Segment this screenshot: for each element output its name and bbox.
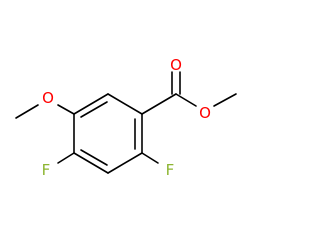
ring-double-bond-c3-c4-inner: [80, 149, 108, 166]
ring-bond-c2-c3: [107, 152, 143, 174]
fluorine-2-label: F: [166, 161, 175, 179]
ester-oxygen-label: O: [199, 104, 211, 122]
bond-ring-to-fluorine-2: [141, 152, 159, 164]
ring-bond-c3-c4: [73, 152, 109, 174]
bond-ring-to-methoxy-oxygen: [57, 104, 75, 115]
carbonyl-oxygen-label: O: [170, 56, 182, 74]
bond-ester-carbon-to-oxygen: [175, 93, 197, 107]
bond-ester-oxygen-to-methyl: [213, 93, 237, 107]
bonds: [15, 71, 237, 174]
bond-methoxy-oxygen-to-methyl: [15, 104, 39, 119]
bond-ring-to-ester-carbon: [141, 93, 177, 115]
atom-labels: O O O F F: [42, 56, 211, 179]
bond-ring-to-fluorine-4: [57, 152, 75, 164]
ring-bond-c5-c6: [73, 93, 109, 115]
ring-double-bond-c5-c6-inner: [80, 101, 108, 118]
fluorine-4-label: F: [42, 161, 51, 179]
ring-bond-c6-c1: [107, 93, 143, 115]
methyl-2-4-difluoro-5-methoxybenzoate-structure: O O O F F: [15, 56, 237, 179]
methoxy-oxygen-label: O: [42, 89, 54, 107]
